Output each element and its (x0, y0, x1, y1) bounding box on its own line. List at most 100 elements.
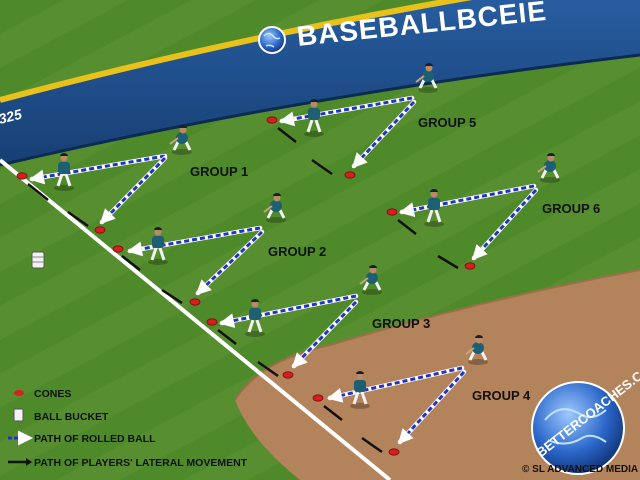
legend-bucket-icon (13, 408, 24, 422)
player-cap (425, 63, 433, 66)
group-2-rolled-path-b (195, 230, 264, 296)
group-5-rolled-path-b (351, 100, 416, 169)
player-jersey (308, 108, 320, 120)
player-arm (169, 137, 179, 145)
group-4-cone-b (388, 448, 400, 456)
player-jersey (270, 200, 282, 212)
group-4-lateral-path-b (361, 436, 383, 454)
group-2-fielder (148, 227, 168, 265)
group-5-label: GROUP 5 (418, 115, 476, 130)
group-5-lateral-path-b (311, 158, 333, 176)
player-head (547, 154, 555, 162)
player-jersey (152, 236, 164, 248)
player-head (154, 228, 162, 236)
group-6-rolled-path-a (399, 184, 535, 218)
group-4-fielder (350, 371, 370, 409)
group-6-roller (537, 153, 560, 183)
player-cap (430, 189, 438, 192)
group-5-lateral-path-a (277, 127, 297, 143)
player-cap (475, 335, 483, 338)
player-legs (247, 319, 263, 333)
player-head (251, 300, 259, 308)
player-arm (415, 75, 425, 83)
player-cap (547, 153, 555, 156)
group-3-fielder (245, 299, 265, 337)
group-1-rolled-path-a (29, 154, 166, 185)
group-2-label: GROUP 2 (268, 244, 326, 259)
group-2-lateral-path-a (121, 255, 141, 271)
group-2-lateral-path-b (161, 288, 183, 305)
player-head (273, 194, 281, 202)
player-shadow (424, 221, 444, 227)
group-1-rolled-path-b (99, 156, 167, 225)
group-3-cone-a (206, 318, 218, 326)
group-1-roller (169, 125, 192, 155)
player-jersey (366, 272, 378, 284)
player-legs (426, 209, 442, 223)
player-cap (356, 371, 364, 374)
player-shadow (54, 185, 74, 191)
player-head (475, 336, 483, 344)
player-shadow (540, 177, 560, 183)
group-3-cone-b (282, 371, 294, 379)
legend: CONES BALL BUCKET PATH OF ROLLED BALL PA… (8, 388, 248, 469)
player-shadow (362, 289, 382, 295)
group-1-cone-a (16, 172, 28, 180)
copyright: © SL ADVANCED MEDIA LTD (522, 464, 640, 475)
player-arm (465, 347, 475, 355)
player-jersey (472, 342, 484, 354)
group-2-roller (263, 193, 286, 223)
group-6-fielder (424, 189, 444, 227)
player-shadow (350, 403, 370, 409)
group-1-fielder (54, 153, 74, 191)
player-cap (369, 265, 377, 268)
player-arm (263, 205, 273, 213)
group-2-rolled-path-a (127, 226, 261, 257)
legend-bucket-label: BALL BUCKET (34, 411, 109, 423)
legend-cone-icon (14, 390, 24, 396)
group-4-roller (465, 335, 488, 365)
player-head (369, 266, 377, 274)
group-4-lateral-path-a (323, 405, 343, 421)
player-jersey (176, 132, 188, 144)
player-legs (150, 247, 166, 261)
player-jersey (428, 198, 440, 210)
group-3-lateral-path-a (217, 329, 237, 345)
group-6-cone-a (386, 208, 398, 216)
player-head (310, 100, 318, 108)
group-4-label: GROUP 4 (472, 388, 531, 403)
group-5-roller (415, 63, 438, 93)
player-jersey (249, 308, 261, 320)
group-6-cone-b (464, 262, 476, 270)
group-2-cone-a (112, 245, 124, 253)
player-shadow (148, 259, 168, 265)
player-shadow (304, 131, 324, 137)
player-head (356, 372, 364, 380)
player-cap (179, 125, 187, 128)
player-cap (251, 299, 259, 302)
legend-cones-label: CONES (34, 388, 71, 400)
player-legs (306, 119, 322, 133)
group-4-rolled-path-a (327, 366, 463, 403)
player-shadow (245, 331, 265, 337)
group-3-rolled-path-a (219, 294, 357, 328)
group-5-cone-b (344, 171, 356, 179)
group-1-lateral-path-b (67, 210, 89, 228)
group-1-cone-b (94, 226, 106, 234)
group-6-lateral-path-b (437, 254, 459, 270)
group-6-rolled-path-b (471, 188, 538, 261)
group-2-cone-b (189, 298, 201, 306)
player-cap (154, 227, 162, 230)
group-1-label: GROUP 1 (190, 164, 248, 179)
group-3-label: GROUP 3 (372, 316, 430, 331)
wall-distance: 325 (0, 106, 24, 127)
player-head (430, 190, 438, 198)
player-arm (359, 277, 369, 285)
player-legs (56, 173, 72, 187)
group-1-lateral-path-a (27, 183, 49, 201)
group-5-cone-a (266, 116, 278, 124)
player-cap (273, 193, 281, 196)
player-head (60, 154, 68, 162)
